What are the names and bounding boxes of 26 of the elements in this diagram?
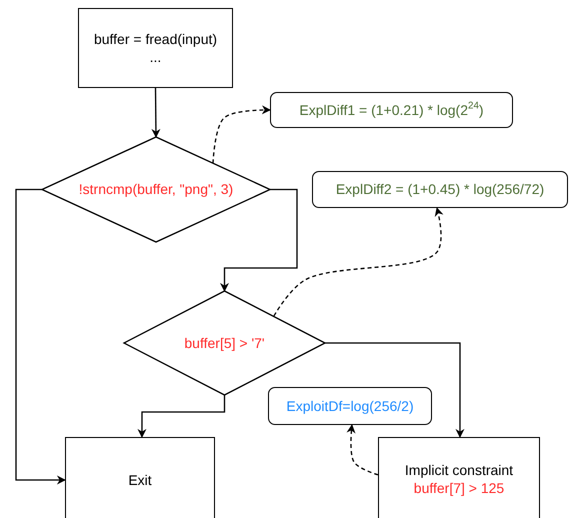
annotation-box — [268, 387, 432, 425]
arrow — [15, 188, 66, 484]
process-box — [78, 8, 233, 88]
annotation-box — [312, 171, 568, 208]
arrow — [151, 88, 160, 138]
node-text: ... — [150, 48, 162, 66]
node-label: buffer[5] > '7' — [184, 334, 265, 352]
node-label: !strncmp(buffer, "png", 3) — [78, 180, 234, 199]
node-label: ExploitDf=log(256/2) — [286, 396, 414, 416]
process-box — [378, 437, 540, 518]
node-label: buffer = fread(input) — [94, 30, 218, 48]
arrow — [273, 207, 444, 316]
arrow — [137, 395, 226, 438]
arrow — [220, 188, 298, 292]
node-text: buffer[7] > 125 — [414, 479, 504, 498]
arrow — [212, 105, 271, 164]
node-label: ExplDiff1 = (1+0.21) * log(2$^{24}$) — [299, 100, 484, 120]
node-label: ExplDiff2 = (1+0.45) * log(256/72) — [336, 180, 544, 199]
node-label: Exit — [128, 470, 152, 490]
decision-diamond — [42, 137, 270, 242]
decision-diamond — [124, 291, 325, 395]
arrow — [325, 342, 464, 438]
annotation-box — [270, 92, 513, 128]
node-label: Implicit constraint — [404, 460, 514, 479]
arrow — [346, 424, 378, 476]
terminal-box — [65, 437, 215, 518]
